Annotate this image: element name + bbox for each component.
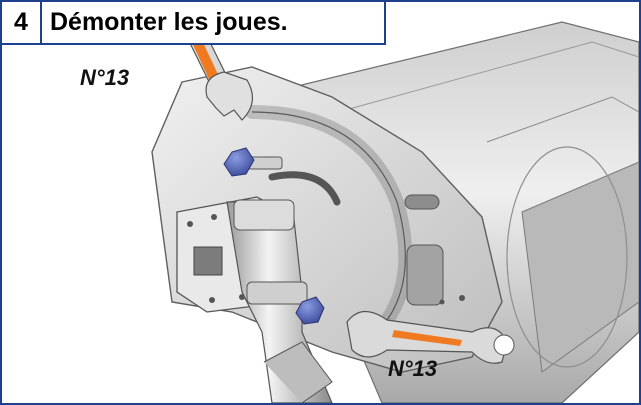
wrench-bottom (346, 310, 515, 364)
step-number: 4 (2, 2, 42, 43)
bolt-upper (223, 147, 283, 177)
wrench-size-label-bottom: N°13 (388, 356, 438, 381)
step-title: Démonter les joues. (50, 8, 288, 36)
step-header: 4 Démonter les joues. (2, 2, 386, 45)
socket-extension (226, 199, 333, 403)
bolt-lower (295, 296, 325, 325)
wrench-size-label-top: N°13 (80, 65, 130, 90)
